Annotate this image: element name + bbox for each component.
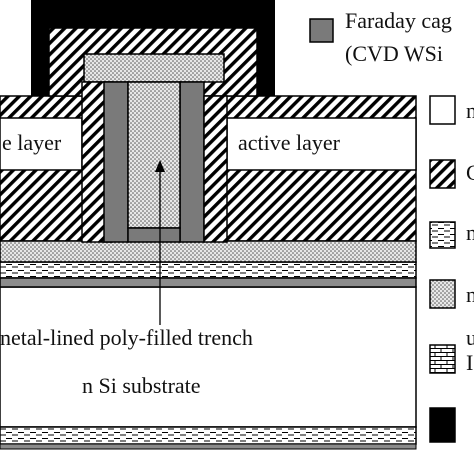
active-layer-left-label: e layer: [2, 130, 62, 155]
legend-item-dots: n: [429, 279, 474, 309]
trench-pointer-arrow: [155, 160, 165, 325]
legend-text-6: I: [466, 350, 473, 375]
legend-text-3: n: [466, 220, 474, 245]
active-layer-right-box: [226, 117, 417, 171]
legend-text-1: n: [466, 98, 474, 123]
legend-item-dashes: n: [429, 220, 474, 249]
buried-dotted-layer: [0, 240, 417, 263]
legend-item-black: [429, 407, 456, 443]
faraday-cage-label-line2: (CVD WSi: [345, 41, 443, 66]
bottom-dashed-layer: [0, 426, 417, 450]
faraday-cage-label-line1: Faraday cag: [345, 8, 452, 33]
legend-item-hatch: C: [429, 159, 474, 189]
legend-item-white: n: [429, 95, 474, 125]
legend-text-4: n: [466, 282, 474, 307]
active-layer-left-box: [0, 117, 83, 171]
substrate-region: [0, 286, 417, 428]
legend-item-brick: u I: [429, 325, 474, 375]
substrate-label: n Si substrate: [82, 373, 201, 398]
legend-faraday-cage: Faraday cag (CVD WSi: [309, 8, 452, 66]
active-layer-right-label: active layer: [238, 130, 341, 155]
legend-text-2: C: [466, 160, 474, 185]
substrate-top-layers: [0, 261, 417, 288]
trench-wall-right: [179, 81, 228, 243]
legend-text-5: u: [466, 325, 474, 350]
trench-wall-left: [81, 81, 129, 243]
trench-fill: [127, 81, 181, 243]
trench-label: netal-lined poly-filled trench: [0, 325, 253, 350]
